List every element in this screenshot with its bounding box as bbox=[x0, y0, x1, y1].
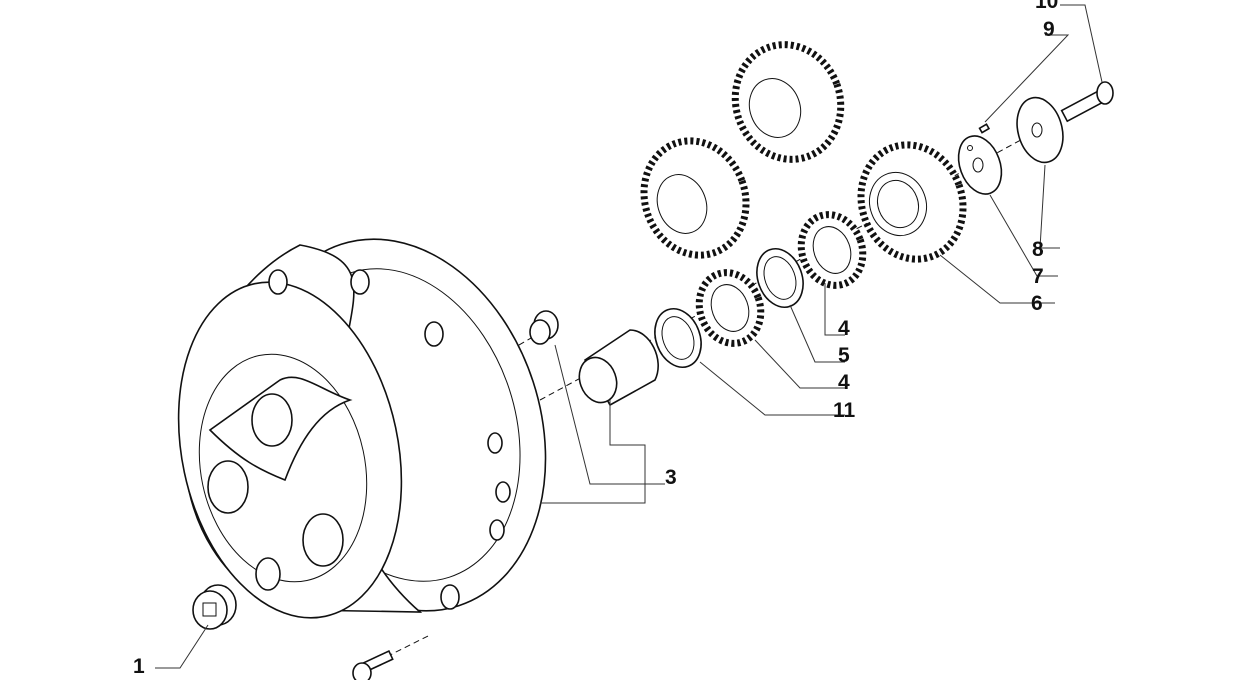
callout-8: 8 bbox=[1032, 238, 1044, 261]
part-10-bolt bbox=[1060, 81, 1114, 123]
callout-4-upper: 4 bbox=[838, 317, 850, 340]
part-4-needle-bearing-rear bbox=[797, 211, 867, 289]
callout-5: 5 bbox=[838, 344, 850, 367]
callout-1: 1 bbox=[133, 655, 145, 678]
bolt-holes bbox=[268, 269, 511, 610]
callout-leader-lines bbox=[155, 4, 1103, 669]
planet-gear-upper bbox=[731, 41, 845, 163]
callout-labels: 10 9 8 7 6 4 5 4 11 3 1 bbox=[133, 0, 1058, 678]
part-4-needle-bearing-front bbox=[695, 269, 765, 347]
screw-bottom bbox=[352, 649, 394, 680]
part-9-roll-pin bbox=[978, 123, 991, 134]
callout-3: 3 bbox=[665, 466, 677, 489]
callout-6: 6 bbox=[1031, 292, 1043, 315]
callout-11: 11 bbox=[833, 399, 856, 422]
fill-plug-port bbox=[255, 557, 281, 591]
callout-4-lower: 4 bbox=[838, 371, 850, 394]
hub-housing bbox=[177, 238, 547, 619]
callout-9: 9 bbox=[1043, 18, 1055, 41]
callout-10: 10 bbox=[1035, 0, 1058, 13]
part-7-retaining-plate bbox=[957, 135, 1003, 195]
part-8-washer bbox=[1016, 96, 1064, 164]
callout-7: 7 bbox=[1032, 265, 1044, 288]
part-6-planet-gear bbox=[857, 141, 967, 263]
part-3-pin bbox=[529, 310, 559, 345]
part-1-plug bbox=[192, 584, 237, 630]
part-11-shaft bbox=[578, 308, 702, 407]
planet-gear-left bbox=[640, 137, 750, 259]
